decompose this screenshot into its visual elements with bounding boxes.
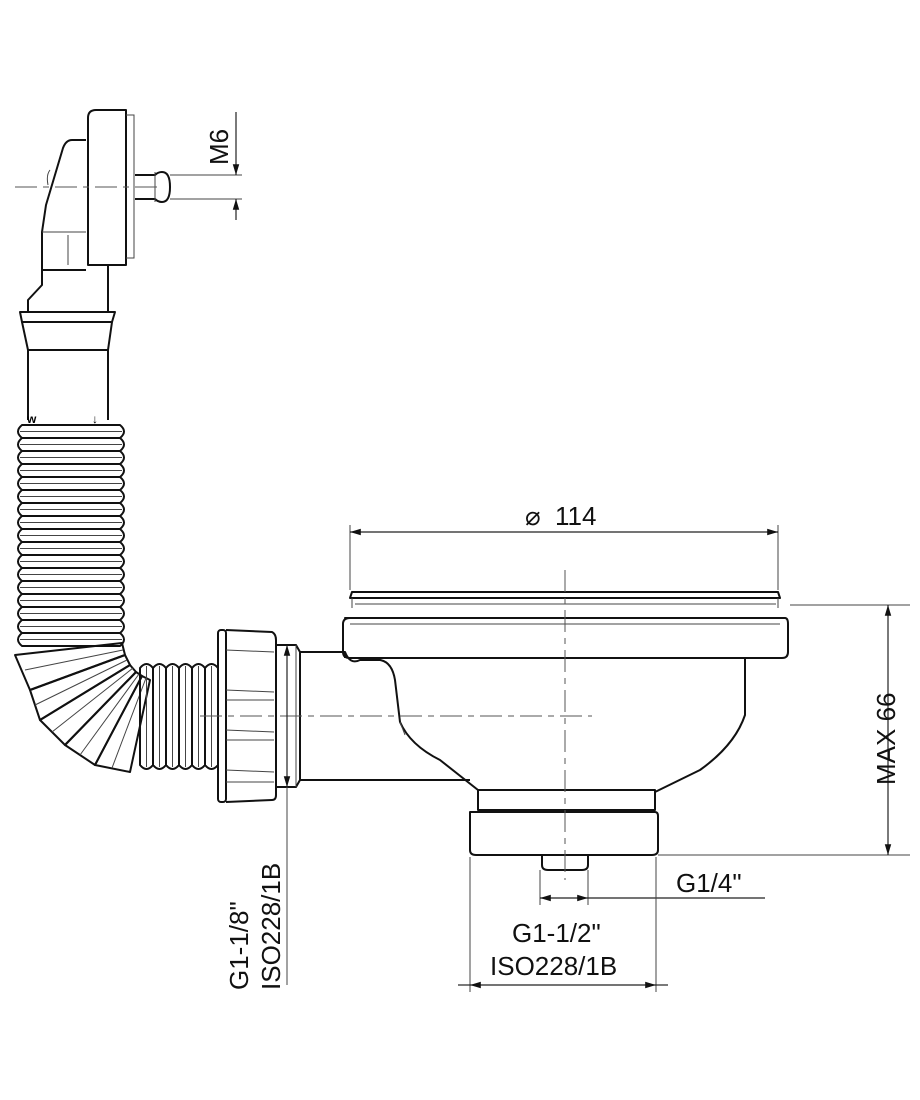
diameter-dimension: ⌀ 114 — [349, 501, 779, 590]
side-dimension: G1-1/8" ISO228/1B — [224, 645, 291, 990]
flow-mark-left: w — [26, 412, 37, 426]
outlet-standard-label: ISO228/1B — [490, 951, 617, 981]
diameter-label: 114 — [555, 501, 596, 531]
height-label: MAX 66 — [871, 693, 901, 786]
overflow-pipe: w ↓ — [19, 311, 116, 426]
corrugated-hose — [14, 424, 219, 773]
diameter-symbol: ⌀ — [525, 501, 541, 531]
nipple-dimension: G1/4" — [539, 868, 765, 905]
side-thread-label: G1-1/8" — [224, 901, 254, 990]
height-dimension: MAX 66 — [658, 604, 910, 856]
side-standard-label: ISO228/1B — [256, 863, 286, 990]
m6-label: M6 — [204, 129, 234, 165]
outlet-dimension: G1-1/2" ISO228/1B — [458, 857, 668, 992]
outlet-thread-label: G1-1/2" — [512, 918, 601, 948]
flow-arrow-icon: ↓ — [92, 412, 98, 426]
hose-rib — [94, 675, 151, 773]
m6-dimension: M6 — [170, 112, 242, 220]
side-pipe — [300, 651, 470, 781]
hose-rib — [24, 649, 147, 769]
union-nut — [217, 629, 301, 803]
nipple-thread-label: G1/4" — [676, 868, 742, 898]
overflow-fitting — [27, 109, 171, 312]
hose-rib — [17, 632, 125, 647]
strainer-body — [342, 591, 789, 871]
hose-rib — [14, 642, 126, 691]
